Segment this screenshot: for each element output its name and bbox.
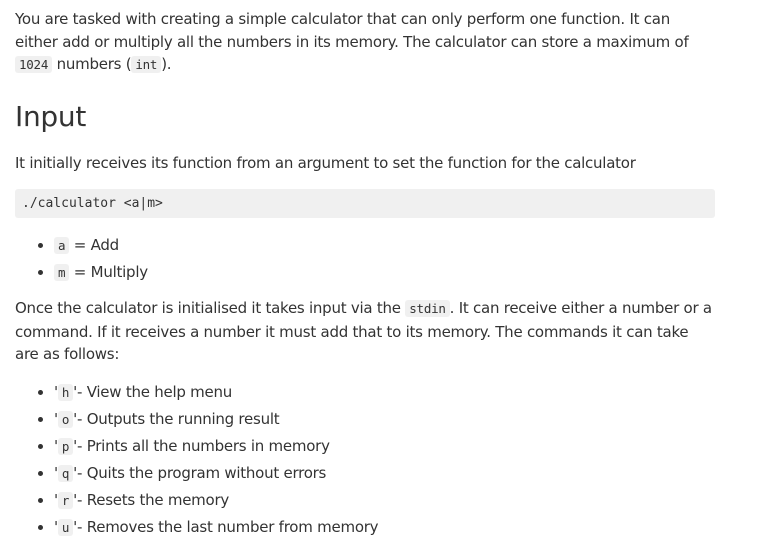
section-heading-input: Input [15,99,87,133]
list-item-label: = Add [69,236,119,254]
intro-text-numbers: numbers ( [52,55,132,73]
bullet-icon [38,416,43,422]
bullet-icon [38,524,43,530]
inline-code: u [57,518,74,536]
inline-code: p [57,437,74,455]
code-block-usage: ./calculator <a|m> [15,189,715,218]
document-page: You are tasked with creating a simple ca… [15,8,715,541]
bullet-icon [38,243,43,248]
inline-code-int: int [131,56,162,73]
inline-code: h [57,383,74,401]
list-item-function-add: a = Add [38,232,715,259]
stdin-text-after: . It can receive either a number or a co… [15,299,712,363]
stdin-text: Once the calculator is initialised it ta… [15,299,406,317]
inline-code: q [57,464,74,482]
bullet-icon [38,389,43,395]
command-description: - Quits the program without errors [77,463,327,482]
list-item-command-r: 'r'- Resets the memory [38,487,715,514]
command-description: - Removes the last number from memory [77,517,379,536]
list-item-command-u: 'u'- Removes the last number from memory [38,514,715,541]
bullet-icon [38,443,43,449]
inline-code-1024: 1024 [15,56,53,73]
input-description: It initially receives its function from … [15,153,636,172]
list-item-command-q: 'q'- Quits the program without errors [38,460,715,487]
command-description: - View the help menu [77,382,233,401]
list-item-command-o: 'o'- Outputs the running result [38,406,715,433]
command-list: 'h'- View the help menu 'o'- Outputs the… [15,379,715,541]
inline-code: a [54,237,70,254]
function-list: a = Add m = Multiply [15,232,715,286]
list-item-function-multiply: m = Multiply [38,259,715,286]
intro-text: You are tasked with creating a simple ca… [15,10,689,51]
bullet-icon [38,497,43,503]
list-item-command-p: 'p'- Prints all the numbers in memory [38,433,715,460]
command-description: - Prints all the numbers in memory [77,436,330,455]
inline-code-stdin: stdin [405,300,450,317]
list-item-command-h: 'h'- View the help menu [38,379,715,406]
inline-code: o [57,410,74,428]
command-description: - Outputs the running result [77,409,280,428]
command-description: - Resets the memory [77,490,230,509]
bullet-icon [38,270,43,275]
inline-code: r [57,491,74,509]
inline-code: m [54,264,70,281]
bullet-icon [38,470,43,476]
list-item-label: = Multiply [69,263,148,281]
stdin-paragraph: Once the calculator is initialised it ta… [15,297,715,366]
intro-paragraph: You are tasked with creating a simple ca… [15,8,705,77]
intro-text-end: ). [161,55,172,73]
